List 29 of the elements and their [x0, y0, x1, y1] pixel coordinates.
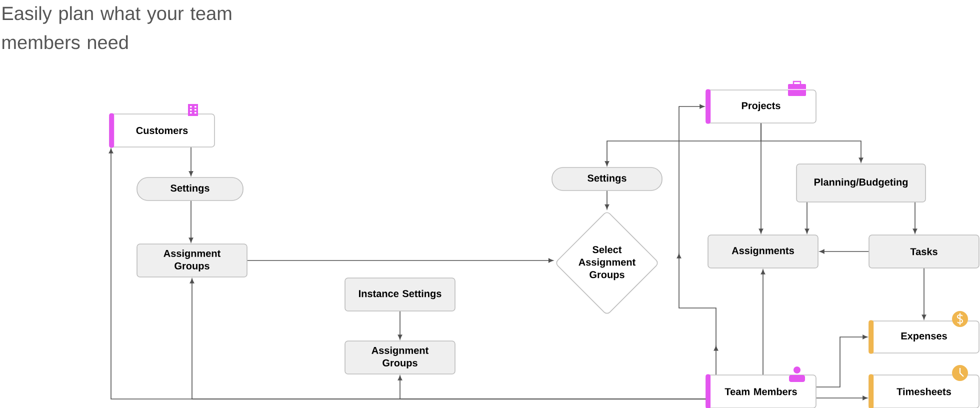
arrow	[816, 334, 868, 388]
entity-card: Timesheets	[868, 374, 980, 408]
process-box: Assignments	[708, 234, 818, 268]
arrow	[816, 396, 868, 400]
title: Easily plan what your team members need	[2, 6, 232, 50]
process-box: Instance Settings	[344, 278, 456, 312]
entity-card: Expenses	[868, 320, 980, 354]
arrow	[922, 268, 926, 320]
arrow	[912, 202, 918, 234]
arrow	[398, 376, 706, 400]
settings-pill: Settings	[552, 167, 662, 191]
entity-card: Team Members	[706, 374, 816, 408]
entity-card: Projects	[706, 89, 816, 124]
arrow	[247, 258, 554, 263]
arrow	[760, 270, 766, 375]
arrow	[804, 202, 810, 234]
process-box: Assignment Groups	[136, 244, 248, 278]
arrow	[188, 147, 194, 176]
arrow	[398, 311, 402, 340]
process-box: Assignment Groups	[344, 340, 456, 374]
arrow	[758, 123, 764, 234]
arrow	[604, 190, 610, 210]
process-box: Tasks	[868, 234, 980, 268]
settings-pill: Settings	[136, 177, 244, 201]
arrow	[188, 200, 194, 242]
arrow	[676, 104, 718, 375]
entity-card: Customers	[109, 113, 215, 148]
arrow	[820, 249, 869, 254]
process-box: Planning/Budgeting	[796, 164, 926, 202]
